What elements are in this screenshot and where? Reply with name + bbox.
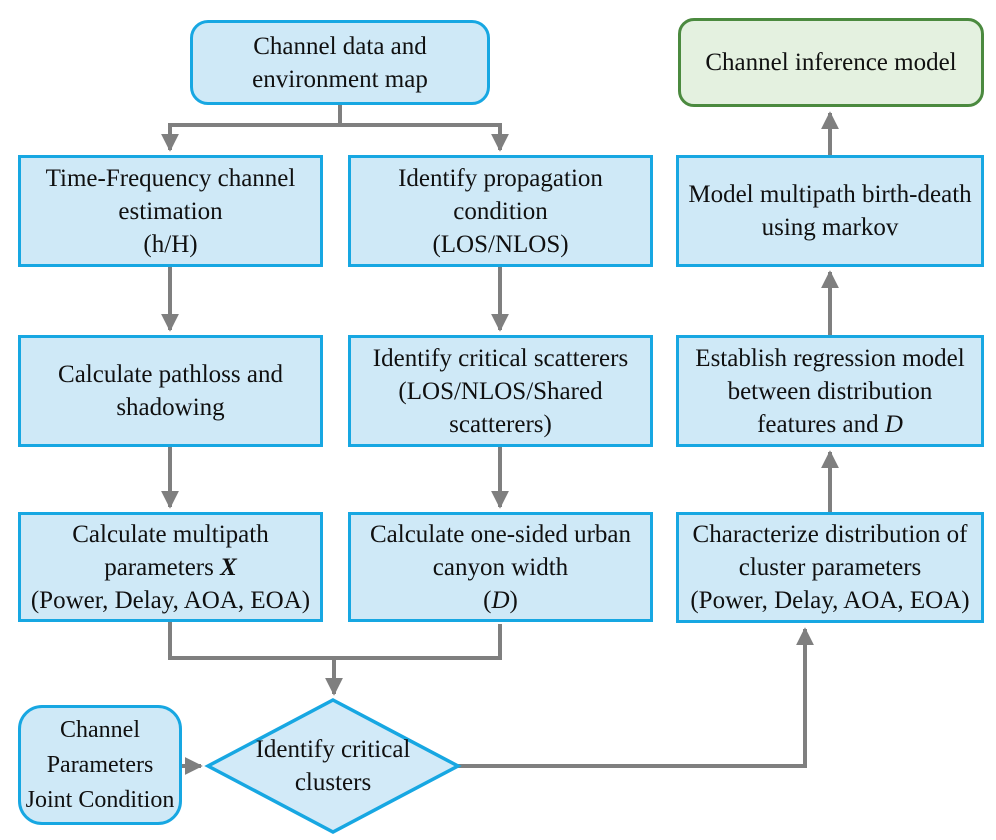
node-identify-critical-clusters: Identify critical clusters: [213, 733, 453, 799]
node-time-frequency-estimation: Time-Frequency channel estimation (h/H): [18, 155, 323, 267]
node-line: Identify propagation: [398, 164, 603, 192]
node-line: Time-Frequency channel: [45, 164, 296, 192]
node-line: between distribution: [727, 377, 933, 405]
node-line: clusters: [294, 769, 372, 796]
node-establish-regression-model: Establish regression model between distr…: [676, 335, 984, 447]
edge-diamond-to-characterize: [456, 627, 814, 768]
node-line: (LOS/NLOS/Shared: [398, 377, 603, 405]
node-channel-data-line: environment map: [252, 65, 428, 93]
node-line: condition: [453, 197, 548, 225]
node-line: shadowing: [116, 394, 225, 421]
variable-D: D: [491, 586, 510, 614]
node-identify-critical-scatterers: Identify critical scatterers (LOS/NLOS/S…: [348, 335, 653, 447]
node-line: Identify critical: [255, 736, 411, 763]
node-calculate-canyon-width: Calculate one-sided urban canyon width (…: [348, 512, 653, 622]
node-model-multipath-birth-death: Model multipath birth-death using markov: [676, 155, 984, 267]
node-calculate-multipath-parameters: Calculate multipath parameters X (Power,…: [18, 512, 323, 622]
decision-diamond-shape: [204, 698, 462, 834]
node-line: Characterize distribution of: [692, 521, 968, 548]
node-channel-inference-model: Channel inference model: [678, 18, 984, 107]
node-line: using markov: [761, 214, 899, 241]
variable-D: D: [884, 410, 903, 438]
node-characterize-distribution: Characterize distribution of cluster par…: [676, 512, 984, 623]
node-channel-data-line: Channel data and: [253, 32, 427, 60]
node-line: Calculate multipath: [72, 520, 269, 548]
node-line: (Power, Delay, AOA, EOA): [690, 587, 970, 614]
node-line: canyon width: [432, 553, 569, 581]
node-line: features and D: [757, 410, 903, 438]
node-calculate-pathloss-shadowing: Calculate pathloss and shadowing: [18, 335, 323, 447]
node-line: Model multipath birth-death: [688, 181, 972, 208]
node-line: estimation: [118, 197, 223, 225]
node-line: (LOS/NLOS): [432, 230, 569, 258]
node-channel-parameters-joint-condition: Channel Parameters Joint Condition: [18, 705, 182, 825]
node-line: Calculate one-sided urban: [369, 520, 631, 548]
node-line: Joint Condition: [25, 786, 175, 813]
edge-merge-bar: [168, 622, 502, 660]
node-line: scatterers): [449, 410, 552, 438]
node-line: Identify critical scatterers: [372, 344, 629, 372]
node-line: Calculate pathloss and: [58, 361, 283, 388]
variable-X: X: [220, 553, 237, 581]
node-identify-propagation-condition: Identify propagation condition (LOS/NLOS…: [348, 155, 653, 267]
node-line: parameters X: [104, 553, 237, 581]
node-line: Channel: [60, 716, 140, 743]
node-channel-data: Channel data and environment map: [190, 20, 490, 105]
node-line: (Power, Delay, AOA, EOA): [30, 586, 311, 614]
node-line: cluster parameters: [738, 554, 922, 581]
node-line: Parameters: [46, 751, 154, 778]
node-line: (h/H): [143, 230, 198, 258]
node-channel-inference-model-label: Channel inference model: [705, 49, 957, 76]
node-line: Establish regression model: [695, 344, 965, 372]
node-line: (D): [483, 586, 518, 614]
